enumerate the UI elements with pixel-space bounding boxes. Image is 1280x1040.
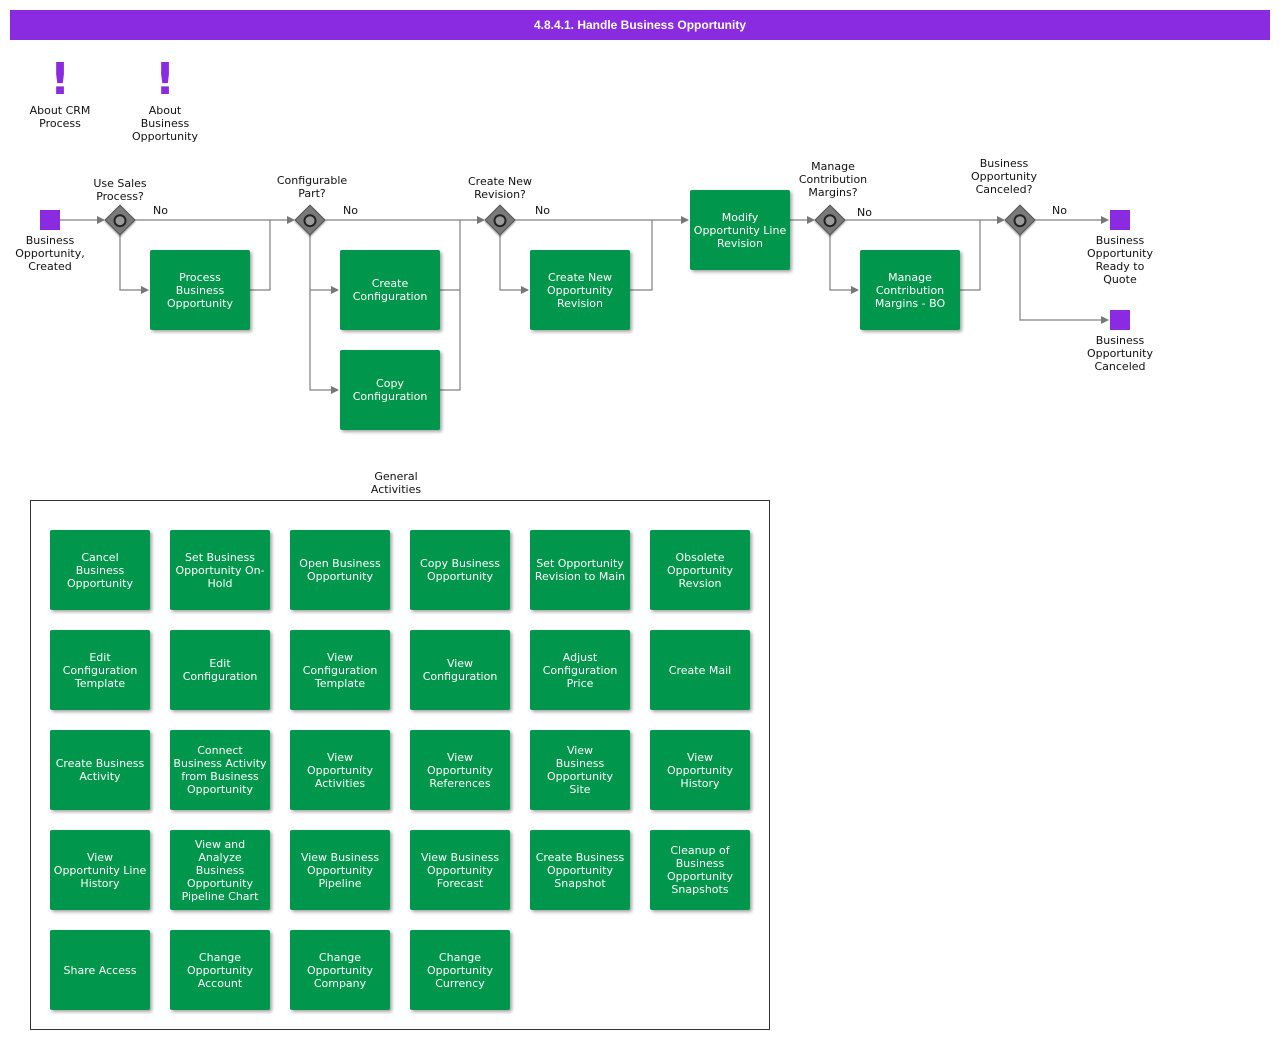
task-create-new-opportunity-revision[interactable]: Create New Opportunity Revision — [530, 250, 630, 330]
start-event-label: Business Opportunity, Created — [15, 234, 85, 273]
task-create-configuration[interactable]: Create Configuration — [340, 250, 440, 330]
general-activity-tile[interactable]: Set Opportunity Revision to Main — [530, 530, 630, 610]
general-activity-tile[interactable]: View Business Opportunity Site — [530, 730, 630, 810]
end-event-canceled[interactable] — [1110, 310, 1130, 330]
flow-gw3-to-revision — [499, 234, 529, 294]
flow-label-no: No — [153, 204, 168, 217]
general-activity-tile[interactable]: Edit Configuration Template — [50, 630, 150, 710]
general-activities-label: General Activities — [370, 470, 422, 496]
task-copy-configuration[interactable]: Copy Configuration — [340, 350, 440, 430]
general-activity-tile[interactable]: View Opportunity Activities — [290, 730, 390, 810]
end-event-canceled-label: Business Opportunity Canceled — [1086, 334, 1154, 373]
flow-copy-config-to-join — [440, 290, 461, 391]
start-event[interactable] — [40, 210, 60, 230]
annotation-about-crm-process[interactable]: About CRM Process — [29, 104, 91, 130]
general-activity-tile[interactable]: Create Business Opportunity Snapshot — [530, 830, 630, 910]
gateway-label: Business Opportunity Canceled? — [970, 157, 1038, 196]
end-event-ready[interactable] — [1110, 210, 1130, 230]
flow-label-no: No — [343, 204, 358, 217]
gateway-label: Use Sales Process? — [93, 177, 147, 203]
exclamation-icon[interactable]: ! — [49, 54, 71, 105]
flow-process-to-join — [250, 220, 271, 291]
general-activity-tile[interactable]: Change Opportunity Company — [290, 930, 390, 1010]
general-activity-tile[interactable]: View Business Opportunity Pipeline — [290, 830, 390, 910]
general-activity-tile[interactable]: Edit Configuration — [170, 630, 270, 710]
flow-gw2-to-copy-config — [309, 290, 339, 394]
general-activity-tile[interactable]: Create Business Activity — [50, 730, 150, 810]
flow-margins-to-join — [960, 220, 981, 291]
general-activity-tile[interactable]: Adjust Configuration Price — [530, 630, 630, 710]
general-activity-tile[interactable]: Connect Business Activity from Business … — [170, 730, 270, 810]
flow-label-no: No — [1052, 204, 1067, 217]
task-manage-contribution-margins[interactable]: Manage Contribution Margins - BO — [860, 250, 960, 330]
general-activity-tile[interactable]: Cancel Business Opportunity — [50, 530, 150, 610]
general-activity-tile[interactable]: Copy Business Opportunity — [410, 530, 510, 610]
general-activity-tile[interactable]: View Opportunity Line History — [50, 830, 150, 910]
task-modify-opportunity-line-revision[interactable]: Modify Opportunity Line Revision — [690, 190, 790, 270]
general-activity-tile[interactable]: View Opportunity History — [650, 730, 750, 810]
general-activity-tile[interactable]: View Opportunity References — [410, 730, 510, 810]
general-activity-tile[interactable]: View Configuration — [410, 630, 510, 710]
general-activity-tile[interactable]: Obsolete Opportunity Revsion — [650, 530, 750, 610]
task-process-business-opportunity[interactable]: Process Business Opportunity — [150, 250, 250, 330]
page-title: 4.8.4.1. Handle Business Opportunity — [10, 10, 1270, 40]
general-activity-tile[interactable]: Set Business Opportunity On- Hold — [170, 530, 270, 610]
general-activities-group — [30, 500, 770, 1030]
gateway-label: Create New Revision? — [467, 175, 533, 201]
flow-create-config-to-join — [440, 220, 461, 291]
annotation-about-business-opportunity[interactable]: About Business Opportunity — [131, 104, 199, 143]
flow-gw5-to-canceled — [1019, 234, 1109, 324]
flow-label-no: No — [535, 204, 550, 217]
general-activity-tile[interactable]: View Business Opportunity Forecast — [410, 830, 510, 910]
flow-revision-to-join — [630, 220, 653, 291]
general-activity-tile[interactable]: Cleanup of Business Opportunity Snapshot… — [650, 830, 750, 910]
flow-gw1-to-process — [119, 234, 149, 294]
general-activity-tile[interactable]: Change Opportunity Account — [170, 930, 270, 1010]
general-activity-tile[interactable]: View Configuration Template — [290, 630, 390, 710]
general-activity-tile[interactable]: View and Analyze Business Opportunity Pi… — [170, 830, 270, 910]
end-event-ready-label: Business Opportunity Ready to Quote — [1086, 234, 1154, 286]
flow-gw4-to-margins — [829, 234, 859, 294]
flow-label-no: No — [857, 206, 872, 219]
general-activity-tile[interactable]: Share Access — [50, 930, 150, 1010]
general-activity-tile[interactable]: Change Opportunity Currency — [410, 930, 510, 1010]
exclamation-icon[interactable]: ! — [154, 54, 176, 105]
general-activity-tile[interactable]: Create Mail — [650, 630, 750, 710]
gateway-label: Configurable Part? — [276, 174, 348, 200]
flow-gw2-to-create-config — [309, 234, 339, 294]
gateway-label: Manage Contribution Margins? — [798, 160, 868, 199]
general-activity-tile[interactable]: Open Business Opportunity — [290, 530, 390, 610]
